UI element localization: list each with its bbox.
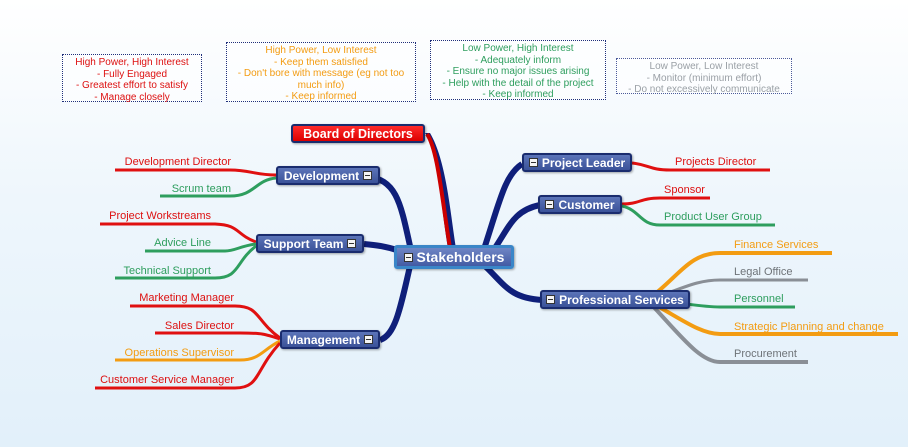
leaf-procurement[interactable]: Procurement xyxy=(734,348,797,360)
leaf-finance-services[interactable]: Finance Services xyxy=(734,239,819,251)
collapse-icon[interactable] xyxy=(528,158,538,167)
node-label: Board of Directors xyxy=(303,126,413,141)
legend-high-power-high-interest: High Power, High Interest - Fully Engage… xyxy=(62,54,202,103)
node-customer[interactable]: Customer xyxy=(538,195,622,214)
node-label: Project Leader xyxy=(541,155,626,170)
leaf-line-marketing-manager xyxy=(130,304,281,340)
legend-line: - Help with the detail of the project xyxy=(442,77,594,89)
legend-title: High Power, High Interest xyxy=(75,57,189,68)
leaf-legal-office[interactable]: Legal Office xyxy=(734,266,793,278)
legend-line: - Ensure no major issues arising xyxy=(446,66,590,77)
leaf-line-product-user-group xyxy=(621,204,775,227)
node-label: Support Team xyxy=(263,236,344,251)
legend-high-power-low-interest: High Power, Low Interest - Keep them sat… xyxy=(226,42,416,102)
legend-title: Low Power, Low Interest xyxy=(649,61,759,72)
collapse-icon[interactable] xyxy=(403,252,413,262)
leaf-sponsor[interactable]: Sponsor xyxy=(664,184,705,196)
branch-customer xyxy=(492,202,541,250)
leaf-development-director[interactable]: Development Director xyxy=(124,156,231,168)
node-professional-services[interactable]: Professional Services xyxy=(540,290,690,309)
legend-line: - Keep informed xyxy=(482,89,554,100)
collapse-icon[interactable] xyxy=(363,171,373,180)
leaf-sales-director[interactable]: Sales Director xyxy=(164,320,234,332)
legend-line: - Do not excessively communicate xyxy=(628,84,780,95)
leaf-operations-supervisor[interactable]: Operations Supervisor xyxy=(124,347,234,359)
central-node-stakeholders[interactable]: Stakeholders xyxy=(394,245,514,269)
legend-title: High Power, Low Interest xyxy=(265,45,377,56)
legend-low-power-high-interest: Low Power, High Interest - Adequately in… xyxy=(430,40,606,100)
legend-line: - Manage closely xyxy=(94,91,170,103)
legend-line: - Keep informed xyxy=(285,91,357,102)
node-board-of-directors[interactable]: Board of Directors xyxy=(291,124,425,143)
leaf-line-scrum-team xyxy=(160,176,277,198)
legend-line: - Monitor (minimum effort) xyxy=(646,72,762,84)
legend-title: Low Power, High Interest xyxy=(462,43,574,54)
collapse-icon[interactable] xyxy=(546,295,556,304)
leaf-line-technical-support xyxy=(115,244,257,280)
leaf-line-operations-supervisor xyxy=(115,339,281,362)
branch-professional-services xyxy=(482,263,543,303)
branch-project-leader xyxy=(482,161,524,247)
leaf-line-project-workstreams xyxy=(100,222,257,244)
legend-line: - Fully Engaged xyxy=(96,68,168,80)
node-label: Management xyxy=(286,332,361,347)
legend-line: - Greatest effort to satisfy xyxy=(75,80,189,91)
node-development[interactable]: Development xyxy=(276,166,380,185)
leaf-project-workstreams[interactable]: Project Workstreams xyxy=(109,210,211,222)
branch-development xyxy=(365,173,413,247)
leaf-line-customer-service-manager xyxy=(95,341,282,390)
leaf-scrum-team[interactable]: Scrum team xyxy=(171,183,231,195)
node-support-team[interactable]: Support Team xyxy=(256,234,364,253)
leaf-line-procurement xyxy=(648,301,808,364)
leaf-line-advice-line xyxy=(145,242,257,253)
leaf-marketing-manager[interactable]: Marketing Manager xyxy=(139,292,234,304)
legend-line: - Keep them satisfied xyxy=(274,56,368,68)
leaf-line-development-director xyxy=(115,168,277,177)
node-label: Customer xyxy=(558,197,615,212)
branch-board-line xyxy=(425,132,452,249)
collapse-icon[interactable] xyxy=(347,239,357,248)
node-label: Development xyxy=(283,168,360,183)
leaf-customer-service-manager[interactable]: Customer Service Manager xyxy=(100,374,234,386)
leaf-advice-line[interactable]: Advice Line xyxy=(154,237,211,249)
leaf-product-user-group[interactable]: Product User Group xyxy=(664,211,762,223)
leaf-technical-support[interactable]: Technical Support xyxy=(123,265,211,277)
node-project-leader[interactable]: Project Leader xyxy=(522,153,632,172)
leaf-line-projects-director xyxy=(631,161,770,172)
leaf-projects-director[interactable]: Projects Director xyxy=(675,156,757,168)
leaf-personnel[interactable]: Personnel xyxy=(734,293,784,305)
node-management[interactable]: Management xyxy=(280,330,380,349)
legend-low-power-low-interest: Low Power, Low Interest - Monitor (minim… xyxy=(616,58,792,95)
collapse-icon[interactable] xyxy=(364,335,374,344)
central-node-label: Stakeholders xyxy=(416,249,505,265)
leaf-line-sales-director xyxy=(155,331,281,341)
legend-line: - Don't bore with message (eg not too xyxy=(237,68,405,79)
legend-line: much info) xyxy=(297,79,345,91)
legend-line: - Adequately inform xyxy=(474,54,562,66)
node-label: Professional Services xyxy=(559,292,684,307)
leaf-line-sponsor xyxy=(621,196,710,206)
branch-management xyxy=(378,265,413,343)
leaf-strategic-planning-and-change[interactable]: Strategic Planning and change xyxy=(734,321,884,333)
collapse-icon[interactable] xyxy=(545,200,555,209)
